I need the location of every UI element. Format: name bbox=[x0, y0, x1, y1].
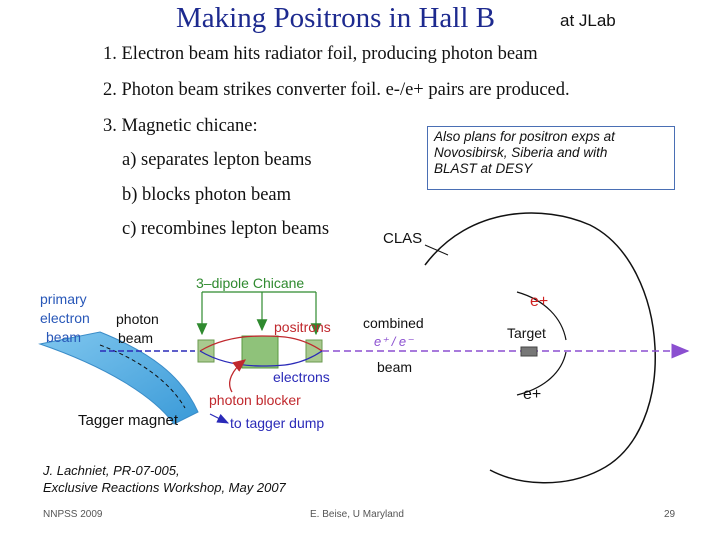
photon-blocker-label: photon blocker bbox=[209, 392, 301, 408]
clas-detector-arc bbox=[424, 212, 656, 484]
combined-particles-label: e⁺ / e⁻ bbox=[374, 334, 414, 349]
sub-bullet-b: b) blocks photon beam bbox=[122, 185, 292, 205]
bullet-3: 3. Magnetic chicane: bbox=[103, 116, 258, 136]
tagger-magnet-label: Tagger magnet bbox=[78, 412, 179, 429]
reference-line: J. Lachniet, PR-07-005, bbox=[43, 463, 180, 478]
photon-beam-label: photon bbox=[116, 311, 159, 327]
tagger-dump-arrow bbox=[209, 413, 230, 424]
slide-subtitle: at JLab bbox=[560, 11, 616, 30]
target-label: Target bbox=[507, 325, 546, 341]
eplus-label-bottom: e+ bbox=[523, 386, 541, 403]
primary-beam-label: primary bbox=[40, 291, 87, 307]
beam-label: beam bbox=[377, 359, 412, 375]
reference-line: Exclusive Reactions Workshop, May 2007 bbox=[43, 480, 286, 495]
photon-beam-label: beam bbox=[118, 330, 153, 346]
reference-citation: J. Lachniet, PR-07-005, Exclusive Reacti… bbox=[43, 462, 286, 496]
chicane-label: 3–dipole Chicane bbox=[196, 275, 304, 291]
positrons-label: positrons bbox=[274, 319, 331, 335]
slide-title: Making Positrons in Hall B bbox=[176, 2, 496, 34]
footer-left: NNPSS 2009 bbox=[43, 509, 103, 520]
clas-pointer-line bbox=[424, 244, 449, 256]
callout-box: Also plans for positron exps at Novosibi… bbox=[427, 126, 675, 190]
callout-line: BLAST at DESY bbox=[434, 161, 533, 176]
tagger-dump-label: to tagger dump bbox=[230, 415, 324, 431]
chicane-magnet-2 bbox=[241, 335, 279, 369]
photon-blocker-arrow bbox=[229, 359, 247, 393]
bullet-2: 2. Photon beam strikes converter foil. e… bbox=[103, 80, 570, 100]
callout-line: Also plans for positron exps at bbox=[434, 129, 615, 144]
bullet-1: 1. Electron beam hits radiator foil, pro… bbox=[103, 44, 538, 64]
sub-bullet-a: a) separates lepton beams bbox=[122, 150, 312, 170]
clas-label: CLAS bbox=[383, 230, 422, 247]
sub-bullet-c: c) recombines lepton beams bbox=[122, 219, 330, 239]
clas-inner-arc-bottom bbox=[516, 351, 567, 396]
primary-beam-label: electron bbox=[40, 310, 90, 326]
combined-label: combined bbox=[363, 315, 424, 331]
target bbox=[520, 346, 538, 357]
eplus-label-top: e+ bbox=[530, 293, 548, 310]
footer-center: E. Beise, U Maryland bbox=[310, 509, 404, 520]
electron-trajectory bbox=[199, 350, 323, 367]
page-number: 29 bbox=[664, 509, 676, 520]
tagger-magnet bbox=[38, 331, 199, 425]
clas-inner-arc-top bbox=[516, 291, 567, 341]
primary-beam-label: beam bbox=[46, 329, 81, 345]
positron-trajectory bbox=[199, 335, 323, 352]
tagger-beam-curve bbox=[99, 344, 186, 409]
electrons-label: electrons bbox=[273, 369, 330, 385]
callout-line: Novosibirsk, Siberia and with bbox=[434, 145, 608, 160]
